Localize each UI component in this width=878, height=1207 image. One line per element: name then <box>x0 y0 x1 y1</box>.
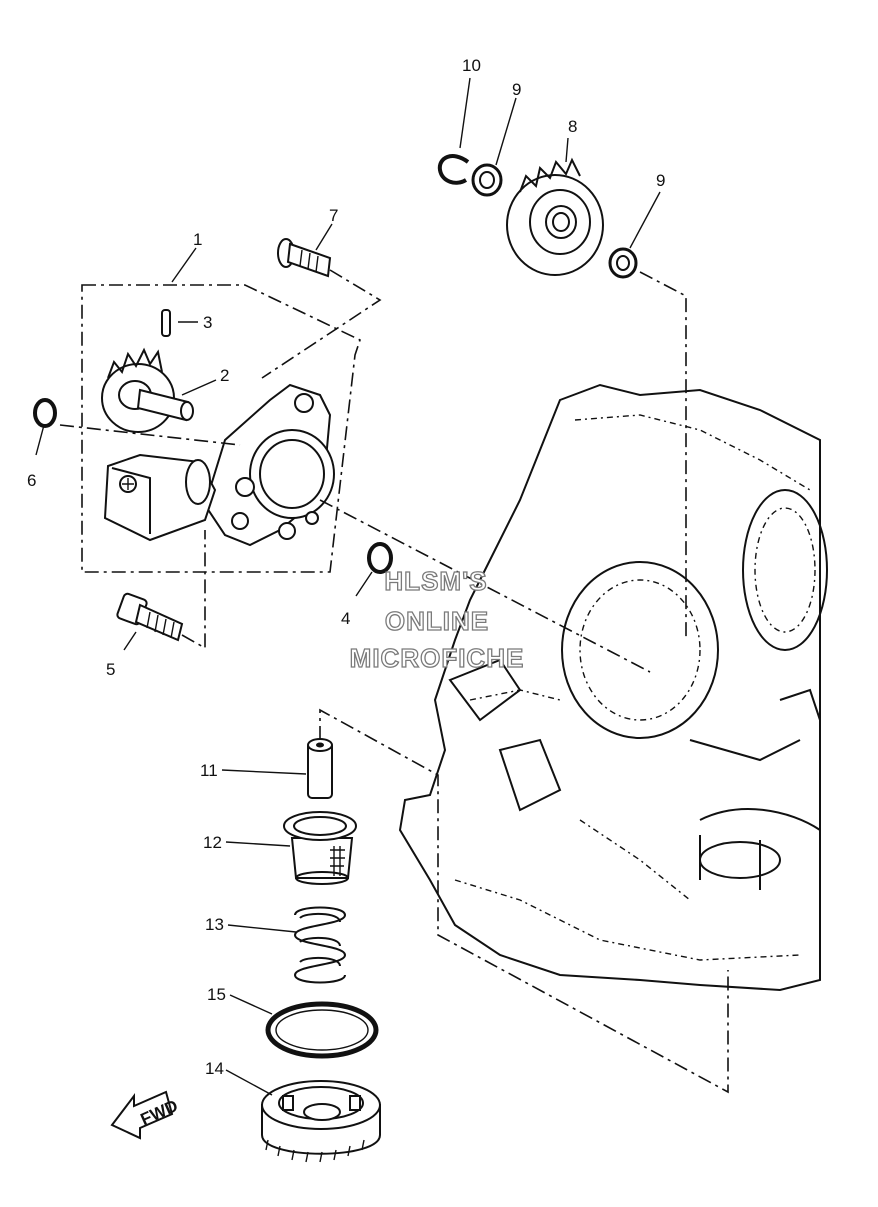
dowel-pin-part-3 <box>161 309 171 337</box>
callout-13: 13 <box>205 915 224 934</box>
callout-15: 15 <box>207 985 226 1004</box>
screw-part-7 <box>277 238 332 278</box>
idler-gear-part-8 <box>506 157 604 276</box>
washer-part-9-lower <box>608 247 638 279</box>
callout-3: 3 <box>203 313 212 332</box>
o-ring-part-6 <box>33 398 57 428</box>
callout-14: 14 <box>205 1059 224 1078</box>
o-ring-part-4 <box>367 542 393 574</box>
callout-2: 2 <box>220 366 229 385</box>
callout-6: 6 <box>27 471 36 490</box>
callout-8: 8 <box>568 117 577 136</box>
callout-9-upper: 9 <box>512 80 521 99</box>
callout-11: 11 <box>200 761 218 780</box>
callout-4: 4 <box>341 609 350 628</box>
callout-10: 10 <box>462 56 481 75</box>
pump-drive-gear-part-2 <box>101 347 194 433</box>
watermark-line-2: ONLINE <box>385 606 489 636</box>
callout-9-lower: 9 <box>656 171 665 190</box>
oil-pump-assembly-group <box>81 284 361 573</box>
spring-part-13 <box>293 906 347 984</box>
washer-part-9-upper <box>471 163 503 197</box>
forward-direction-arrow: FWD <box>110 1090 181 1140</box>
watermark-line-1: HLSM'S <box>384 566 487 596</box>
strainer-part-12 <box>283 811 357 885</box>
circlip-part-10 <box>437 154 470 185</box>
watermark: HLSM'S ONLINE MICROFICHE <box>349 565 525 673</box>
callout-numbers: 1 2 3 4 5 6 7 8 9 9 10 11 12 13 15 14 <box>27 56 665 1078</box>
callout-5: 5 <box>106 660 115 679</box>
drain-plug-part-14 <box>261 1080 381 1163</box>
callout-7: 7 <box>329 206 338 225</box>
callout-leaders <box>35 77 661 1096</box>
bolt-part-5 <box>116 592 184 642</box>
watermark-line-3: MICROFICHE <box>350 643 525 673</box>
crankcase-drawing <box>398 383 828 992</box>
assembly-lines <box>59 269 729 1094</box>
callout-12: 12 <box>203 833 222 852</box>
o-ring-part-15 <box>265 1001 379 1059</box>
callout-1: 1 <box>193 230 202 249</box>
oil-pump-body <box>103 383 335 547</box>
spacer-part-11 <box>307 738 333 799</box>
